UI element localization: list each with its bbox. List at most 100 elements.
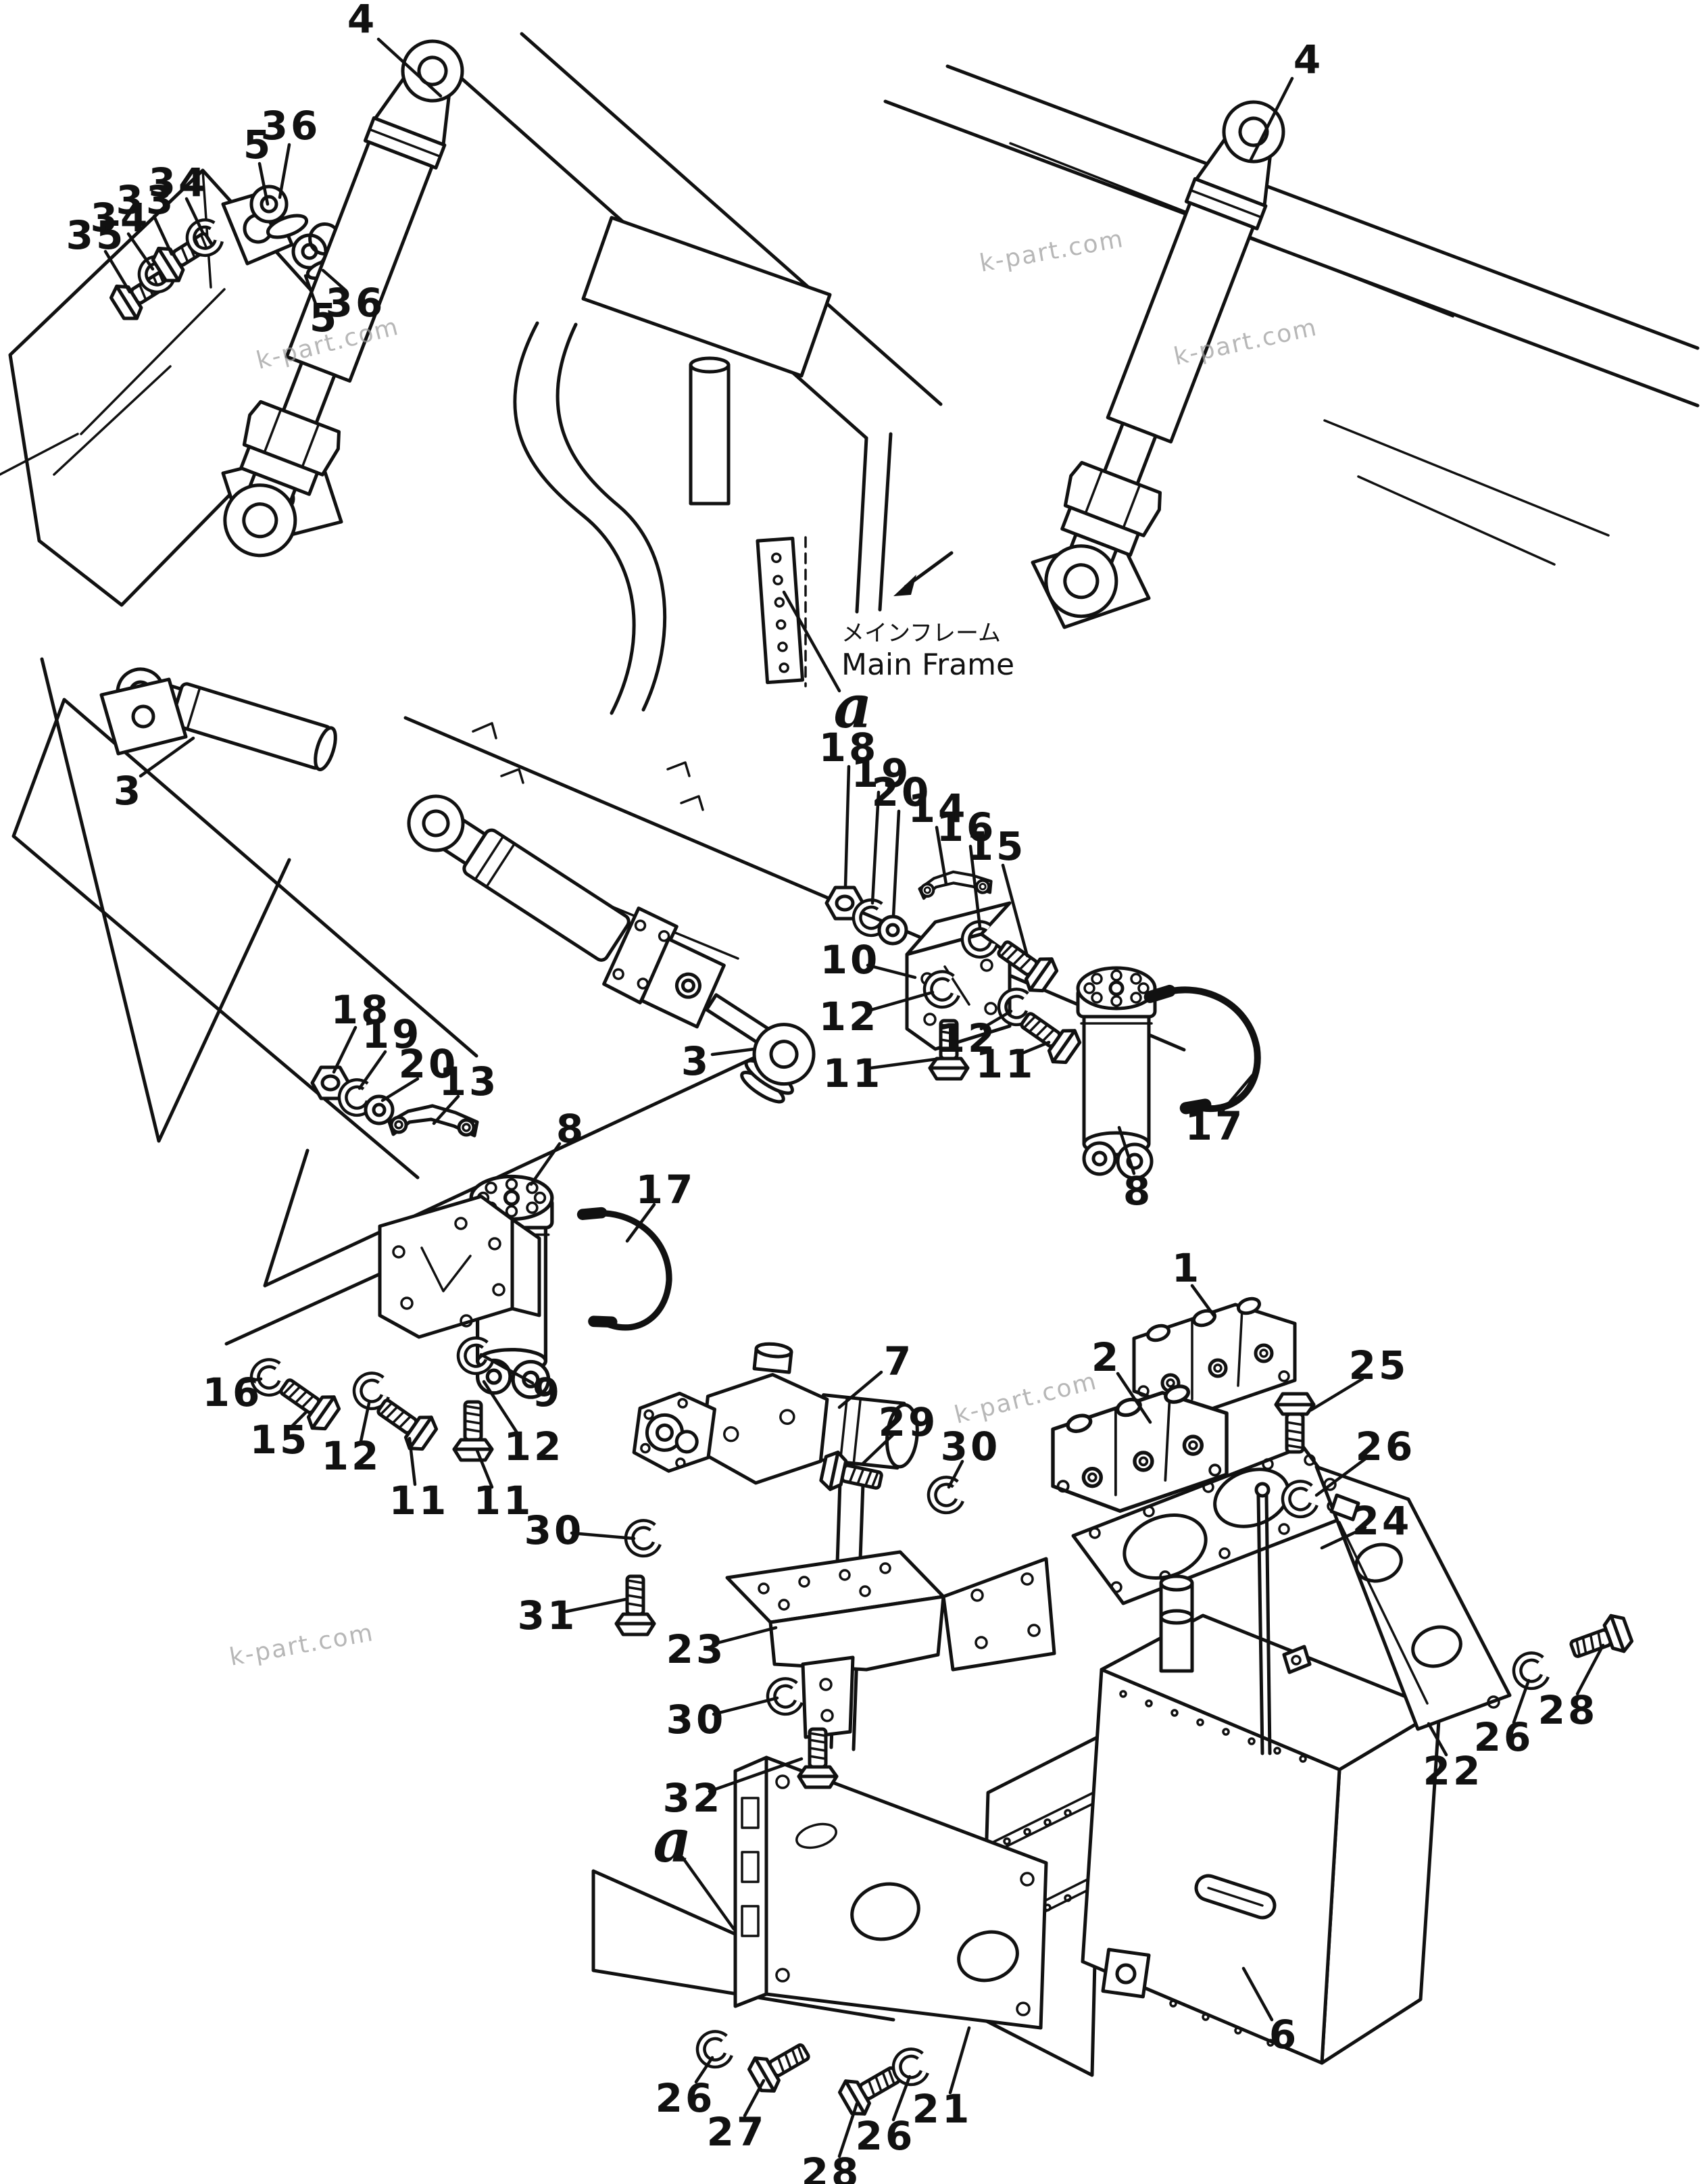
part-label-21: 21 <box>912 2086 972 2132</box>
leader-line-12 <box>482 1380 521 1438</box>
leader-line-15 <box>289 1411 307 1430</box>
callouts: 4436534333435365331819201416151012111211… <box>66 0 1605 2184</box>
leader-line-26 <box>891 2074 912 2122</box>
part-label-11: 11 <box>823 1050 883 1096</box>
part-label-27: 27 <box>707 2109 767 2155</box>
leader-line-36 <box>321 268 348 293</box>
hose-left <box>552 1205 685 1340</box>
bracket-23 <box>725 1550 1056 1739</box>
washer-26-r2 <box>1514 1654 1546 1687</box>
leader-line-5 <box>257 162 270 206</box>
part-label-26: 26 <box>1356 1424 1416 1470</box>
part-label-30: 30 <box>941 1424 1001 1470</box>
part-label-3: 3 <box>681 1038 711 1084</box>
leader-line-33 <box>152 214 174 256</box>
leader-line-27 <box>743 2079 766 2118</box>
part-label-26: 26 <box>656 2075 716 2121</box>
part-label-30: 30 <box>666 1697 726 1743</box>
bolt-31 <box>616 1576 654 1634</box>
leader-line-21 <box>948 2026 971 2095</box>
part-label-36: 36 <box>326 280 386 326</box>
leader-line-25 <box>1309 1377 1364 1412</box>
steering-cyl-left-mount-hole <box>131 704 155 729</box>
bolt-28-right <box>1567 1612 1634 1668</box>
part-label-11: 11 <box>976 1041 1036 1087</box>
leader-line-26 <box>1512 1678 1531 1724</box>
leader-line-30 <box>570 1531 636 1540</box>
part-label-17: 17 <box>1185 1103 1246 1149</box>
part-label-36: 36 <box>261 103 321 149</box>
part-label-12: 12 <box>504 1424 564 1470</box>
bolt-11c <box>454 1402 492 1460</box>
leader-line-30 <box>947 1459 964 1489</box>
part-label-20: 20 <box>872 769 932 815</box>
leader-line-8 <box>529 1142 562 1186</box>
part-label-10: 10 <box>820 937 881 983</box>
part-label-15: 15 <box>250 1417 310 1463</box>
leader-line-5 <box>303 274 318 308</box>
part-label-33: 33 <box>116 177 176 223</box>
leader-line-11 <box>1017 1040 1051 1057</box>
part-label-19: 19 <box>362 1011 422 1057</box>
leader-line-12 <box>979 1009 1013 1031</box>
part-label-6: 6 <box>1269 2012 1299 2058</box>
leader-line-11 <box>408 1436 417 1486</box>
leader-line-3 <box>139 736 195 778</box>
part-label-14: 14 <box>908 785 968 831</box>
leader-line-2 <box>1116 1372 1152 1424</box>
watermark-text: k-part.com <box>227 1619 376 1672</box>
part-label-18: 18 <box>819 725 879 771</box>
part-label-24: 24 <box>1352 1498 1412 1544</box>
leader-line-24 <box>1320 1526 1367 1550</box>
leader-line-36 <box>278 143 291 199</box>
part-label-18: 18 <box>331 987 391 1033</box>
leader-line-8 <box>1117 1125 1136 1175</box>
leader-line-22 <box>1427 1722 1448 1757</box>
steering-cyl-left-mount <box>99 677 188 756</box>
leader-line-26 <box>694 2056 714 2084</box>
leader-line-19 <box>358 1050 387 1090</box>
leader-line-a <box>782 590 841 693</box>
bolt-27 <box>745 2035 814 2096</box>
part-label-16: 16 <box>203 1369 263 1415</box>
part-label-31: 31 <box>518 1593 578 1639</box>
part-label-4: 4 <box>347 0 377 42</box>
main-frame-label-en: Main Frame <box>841 648 1014 682</box>
leader-line-1 <box>1190 1284 1216 1317</box>
main-frame-arrow <box>893 551 954 596</box>
leader-line-7 <box>837 1370 883 1409</box>
part-label-5: 5 <box>243 122 273 168</box>
leader-line-18 <box>843 765 851 889</box>
bolt-25 <box>1276 1394 1314 1452</box>
leader-line-16 <box>968 844 982 929</box>
part-label-19: 19 <box>852 750 912 796</box>
leader-line-31 <box>564 1597 628 1613</box>
leader-line-14 <box>935 825 948 886</box>
leader-line-23 <box>712 1626 778 1646</box>
part-label-32: 32 <box>663 1775 723 1821</box>
part-label-17: 17 <box>636 1167 696 1213</box>
part-label-5: 5 <box>310 295 339 341</box>
part-label-11: 11 <box>474 1478 534 1524</box>
part-label-4: 4 <box>1293 37 1323 82</box>
part-label-8: 8 <box>1123 1168 1153 1214</box>
washer-20-right <box>879 917 906 944</box>
leader-line-34 <box>184 197 205 235</box>
strap-13 <box>389 1106 477 1136</box>
leader-line-17 <box>1221 1073 1255 1112</box>
part-label-34: 34 <box>91 195 151 241</box>
bracket-21 <box>733 1755 1048 2030</box>
leader-line-15 <box>1001 863 1029 958</box>
ref-letter-a: a <box>653 1805 691 1876</box>
frame-plate-a <box>756 537 804 685</box>
part-label-8: 8 <box>556 1106 586 1152</box>
part-label-9: 9 <box>533 1369 562 1415</box>
washer-30-right <box>929 1478 961 1511</box>
part-label-20: 20 <box>399 1041 459 1087</box>
leader-line-29 <box>860 1432 895 1466</box>
leader-line-18 <box>332 1025 358 1074</box>
leader-line-28 <box>837 2102 859 2158</box>
leader-line-11 <box>475 1449 494 1489</box>
part-label-23: 23 <box>666 1626 726 1672</box>
